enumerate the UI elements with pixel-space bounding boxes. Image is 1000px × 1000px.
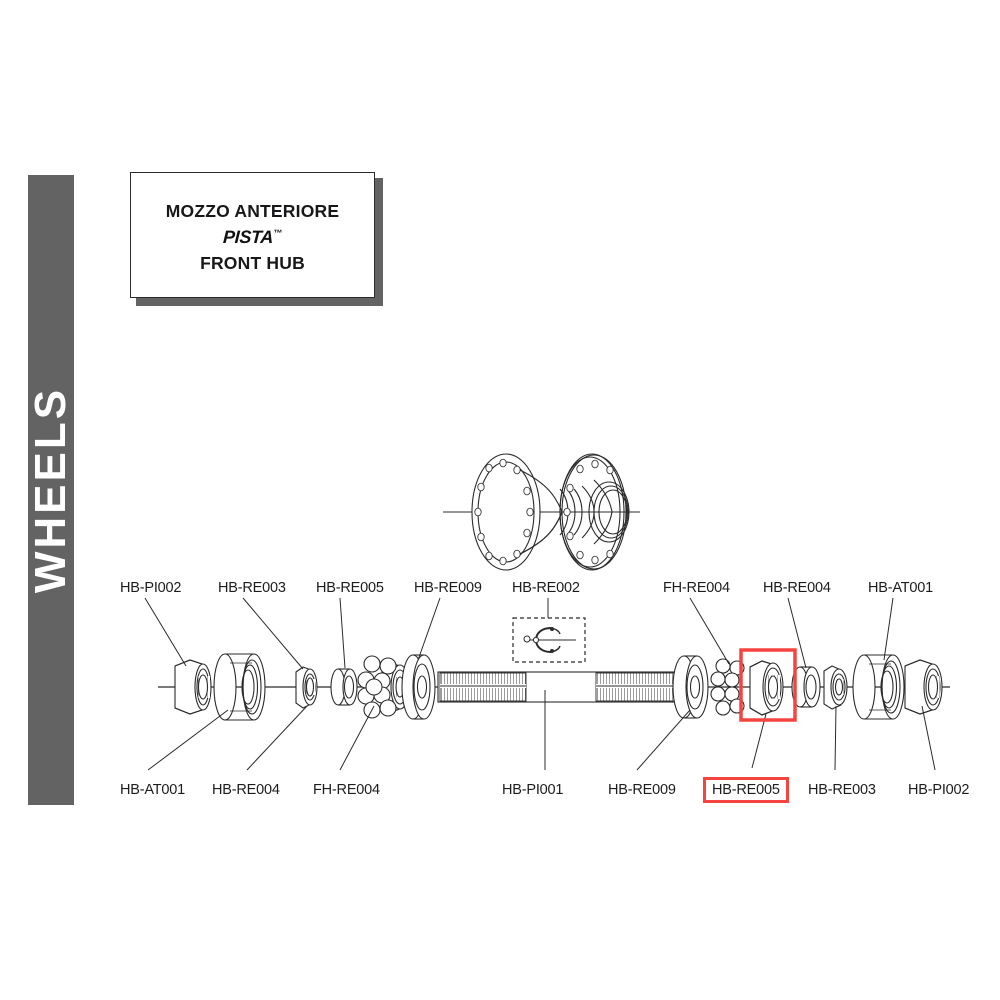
part-right-ball-bearings xyxy=(710,658,745,716)
label-hb-re002-top[interactable]: HB-RE002 xyxy=(512,580,580,596)
label-hb-re004-top[interactable]: HB-RE004 xyxy=(763,580,831,596)
part-left-dustcap xyxy=(213,653,266,721)
label-hb-re003-top[interactable]: HB-RE003 xyxy=(218,580,286,596)
label-fh-re004-top[interactable]: FH-RE004 xyxy=(663,580,730,596)
label-hb-pi002-bottom[interactable]: HB-PI002 xyxy=(908,782,970,798)
label-hb-re005-bottom-highlighted[interactable]: HB-RE005 xyxy=(703,777,789,803)
part-right-dustcap xyxy=(852,654,905,720)
label-hb-re009-top[interactable]: HB-RE009 xyxy=(414,580,482,596)
part-left-flat-washer xyxy=(401,654,436,720)
part-axle xyxy=(437,671,684,703)
part-right-spacer xyxy=(791,666,821,708)
label-hb-at001-top[interactable]: HB-AT001 xyxy=(868,580,934,596)
part-highlighted-cone xyxy=(749,660,784,716)
part-right-locknut xyxy=(904,659,943,715)
title-card: MOZZO ANTERIORE PISTA™ FRONT HUB xyxy=(130,172,375,298)
label-hb-at001-bottom[interactable]: HB-AT001 xyxy=(120,782,186,798)
part-left-washer-a xyxy=(295,666,318,709)
title-italian: MOZZO ANTERIORE xyxy=(165,200,340,221)
part-right-nut xyxy=(823,665,848,710)
label-hb-re005-top[interactable]: HB-RE005 xyxy=(316,580,384,596)
part-left-spacer xyxy=(330,668,358,706)
highlight-box-part xyxy=(739,648,797,722)
label-fh-re004-bottom[interactable]: FH-RE004 xyxy=(313,782,380,798)
label-hb-re004-bottom[interactable]: HB-RE004 xyxy=(212,782,280,798)
part-left-locknut xyxy=(174,659,212,715)
leader-lines-top xyxy=(144,597,894,670)
part-left-ball-bearings xyxy=(357,655,397,719)
hub-shell-illustration xyxy=(443,453,640,571)
sidebar-section-bar xyxy=(28,175,74,805)
part-right-flat-washer xyxy=(672,655,709,719)
circlip-detail-callout xyxy=(512,617,586,663)
title-english: FRONT HUB xyxy=(200,253,305,274)
label-hb-pi002-top[interactable]: HB-PI002 xyxy=(120,580,182,596)
label-hb-pi001-bottom[interactable]: HB-PI001 xyxy=(502,782,564,798)
label-hb-re003-bottom[interactable]: HB-RE003 xyxy=(808,782,876,798)
leader-lines-bottom xyxy=(147,690,936,771)
label-hb-re009-bottom[interactable]: HB-RE009 xyxy=(608,782,676,798)
